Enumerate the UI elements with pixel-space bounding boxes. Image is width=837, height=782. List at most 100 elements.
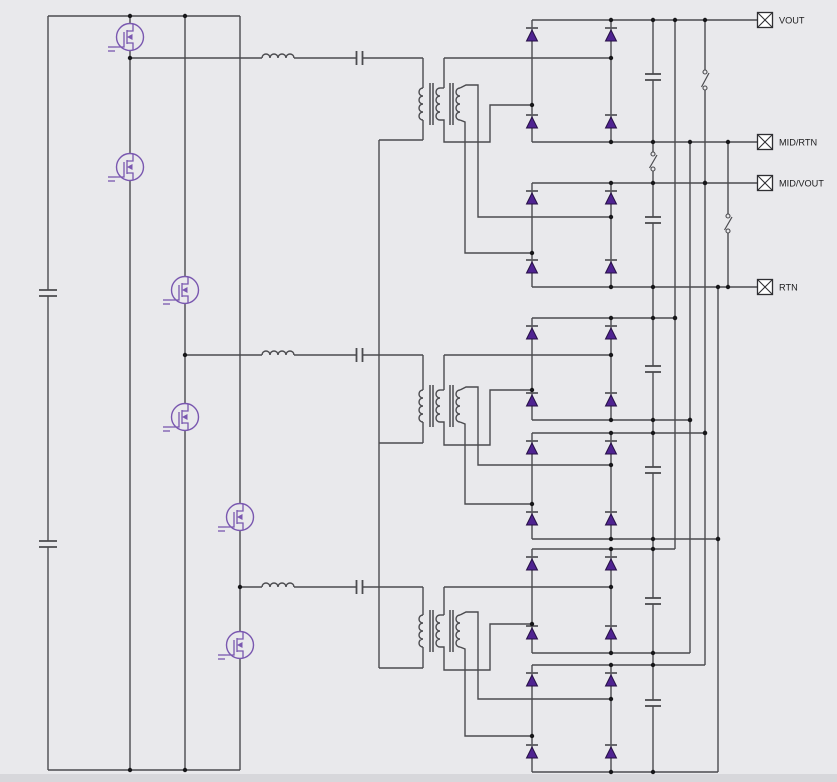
rectifier-diode bbox=[604, 745, 618, 759]
rectifier-diode bbox=[604, 441, 618, 455]
rectifier-diode bbox=[525, 115, 539, 129]
junction-dot bbox=[650, 769, 656, 775]
rectifier-diode bbox=[525, 191, 539, 205]
resonant-inductor-l3 bbox=[261, 582, 295, 588]
mosfet-arrow bbox=[182, 287, 188, 293]
junction-dot bbox=[127, 767, 133, 773]
junction-dot bbox=[127, 13, 133, 19]
mosfet-symbol bbox=[171, 295, 180, 301]
rectifier-diode bbox=[525, 673, 539, 687]
junction-dot bbox=[529, 733, 535, 739]
resonant-capacitor-c2 bbox=[355, 348, 364, 362]
rectifier-diode bbox=[525, 441, 539, 455]
junction-dot bbox=[650, 546, 656, 552]
junction-dot bbox=[650, 139, 656, 145]
terminal-x-icon bbox=[757, 279, 773, 295]
junction-dot bbox=[608, 536, 614, 542]
junction-dot bbox=[608, 284, 614, 290]
config-switch-s2 bbox=[648, 151, 658, 172]
mosfet-symbol bbox=[127, 153, 134, 162]
rectifier-diode bbox=[604, 626, 618, 640]
output-capacitor-co1 bbox=[645, 73, 661, 81]
junction-dot bbox=[529, 621, 535, 627]
rectifier-diode bbox=[604, 260, 618, 274]
output-capacitor-co5 bbox=[645, 597, 661, 605]
junction-dot bbox=[608, 769, 614, 775]
junction-dot bbox=[650, 662, 656, 668]
junction-dot bbox=[650, 430, 656, 436]
junction-dot bbox=[529, 387, 535, 393]
rectifier-diode bbox=[525, 260, 539, 274]
rectifier-diode bbox=[525, 745, 539, 759]
winding-coil bbox=[435, 87, 441, 121]
junction-dot bbox=[608, 417, 614, 423]
junction-dot bbox=[182, 13, 188, 19]
mosfet-symbol bbox=[237, 522, 244, 531]
junction-dot bbox=[529, 102, 535, 108]
output-capacitor-co2 bbox=[645, 216, 661, 224]
wire bbox=[440, 389, 532, 446]
switch-contact bbox=[650, 166, 656, 172]
junction-dot bbox=[608, 430, 614, 436]
rectifier-diode bbox=[604, 512, 618, 526]
junction-dot bbox=[608, 139, 614, 145]
junction-dot bbox=[608, 650, 614, 656]
junction-dot bbox=[715, 284, 721, 290]
bottom-edge-strip bbox=[0, 774, 837, 782]
terminal-x-icon bbox=[757, 12, 773, 28]
bus-capacitor-cb2 bbox=[39, 540, 57, 548]
junction-dot bbox=[672, 17, 678, 23]
resonant-capacitor-c1 bbox=[355, 51, 364, 65]
rectifier-diode bbox=[525, 512, 539, 526]
winding-coil bbox=[418, 614, 424, 648]
rectifier-diode bbox=[525, 28, 539, 42]
wire bbox=[459, 386, 611, 466]
wire bbox=[440, 104, 532, 143]
output-capacitor-co3 bbox=[645, 365, 661, 373]
switch-contact bbox=[725, 228, 731, 234]
junction-dot bbox=[182, 767, 188, 773]
mosfet-symbol bbox=[182, 276, 189, 285]
terminal-rtn: RTN bbox=[756, 278, 798, 296]
mosfet-arrow bbox=[237, 642, 243, 648]
junction-dot bbox=[702, 180, 708, 186]
junction-dot bbox=[529, 501, 535, 507]
config-switch-s1 bbox=[700, 69, 710, 91]
transformer-t3 bbox=[418, 610, 461, 652]
rectifier-diode bbox=[525, 557, 539, 571]
terminal-label-mid-vout: MID/VOUT bbox=[779, 179, 824, 189]
junction-dot bbox=[608, 662, 614, 668]
switch-contact bbox=[702, 85, 708, 91]
resonant-capacitor-c3 bbox=[355, 580, 364, 594]
switch-blade bbox=[700, 72, 710, 88]
junction-dot bbox=[650, 284, 656, 290]
terminal-vout: VOUT bbox=[756, 11, 805, 29]
junction-dot bbox=[608, 584, 614, 590]
mosfet-symbol bbox=[127, 172, 134, 181]
output-capacitor-co6 bbox=[645, 699, 661, 707]
rectifier-diode bbox=[604, 191, 618, 205]
switch-contact bbox=[650, 151, 656, 157]
junction-dot bbox=[608, 462, 614, 468]
junction-dot bbox=[608, 214, 614, 220]
mosfet-symbol bbox=[237, 503, 244, 512]
mosfet-symbol bbox=[116, 172, 125, 178]
config-switch-s3 bbox=[723, 213, 733, 234]
terminal-label-rtn: RTN bbox=[779, 283, 798, 293]
junction-dot bbox=[650, 417, 656, 423]
rectifier-diode bbox=[604, 673, 618, 687]
junction-dot bbox=[608, 546, 614, 552]
junction-dot bbox=[702, 430, 708, 436]
terminal-mid-vout: MID/VOUT bbox=[756, 174, 824, 192]
wire bbox=[459, 611, 611, 700]
mosfet-symbol bbox=[182, 422, 189, 431]
rectifier-diode bbox=[604, 557, 618, 571]
mosfet-arrow bbox=[182, 414, 188, 420]
junction-dot bbox=[672, 315, 678, 321]
inductor-coil bbox=[261, 582, 295, 588]
terminal-x-icon bbox=[757, 134, 773, 150]
rectifier-diode bbox=[604, 28, 618, 42]
junction-dot bbox=[650, 17, 656, 23]
